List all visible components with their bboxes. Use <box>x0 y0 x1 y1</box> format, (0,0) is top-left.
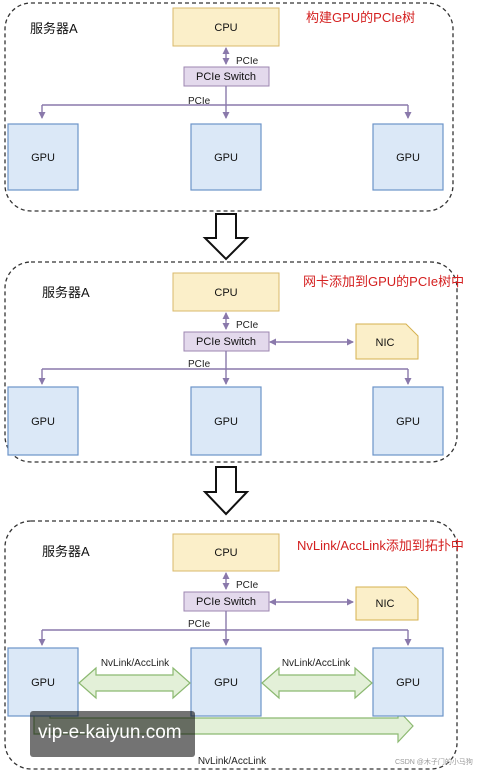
server-boundary <box>4 261 458 463</box>
pcie-label-lower: PCIe <box>188 96 211 107</box>
gpu-box <box>372 647 444 717</box>
pcie-switch-label: PCIe Switch <box>196 596 256 608</box>
nvlink-label: NvLink/AccLink <box>282 658 351 669</box>
watermark-banner <box>30 711 195 757</box>
nic-label: NIC <box>376 598 395 610</box>
nvlink-arrow-right <box>261 666 373 700</box>
gpu-label: GPU <box>31 416 55 428</box>
gpu-box <box>372 386 444 456</box>
gpu-box <box>190 386 262 456</box>
server-label: 服务器A <box>42 285 90 300</box>
nvlink-label: NvLink/AccLink <box>198 756 267 767</box>
panel-1: 服务器A 构建GPU的PCIe树 CPU PCIe PCIe Switch PC… <box>4 2 454 212</box>
nic-box <box>355 323 419 360</box>
nic-box <box>355 586 419 621</box>
gpu-box <box>7 647 79 717</box>
down-arrow <box>202 213 250 261</box>
pcie-switch-label: PCIe Switch <box>196 71 256 83</box>
watermark-text: vip-e-kaiyun.com <box>38 722 182 743</box>
gpu-label: GPU <box>31 677 55 689</box>
nvlink-arrow-left <box>78 666 191 700</box>
panel-2: 服务器A 网卡添加到GPU的PCIe树中 CPU PCIe PCIe Switc… <box>4 261 464 463</box>
server-boundary <box>4 2 454 212</box>
gpu-label: GPU <box>396 152 420 164</box>
server-label: 服务器A <box>30 21 78 36</box>
cpu-label: CPU <box>214 547 237 559</box>
gpu-box <box>7 123 79 191</box>
cpu-box <box>172 272 280 312</box>
nic-label: NIC <box>376 337 395 349</box>
server-boundary <box>4 520 458 770</box>
gpu-label: GPU <box>396 677 420 689</box>
pcie-label-upper: PCIe <box>236 580 259 591</box>
nvlink-label: NvLink/AccLink <box>101 658 170 669</box>
cpu-box <box>172 533 280 572</box>
gpu-label: GPU <box>31 152 55 164</box>
gpu-label: GPU <box>214 416 238 428</box>
server-label: 服务器A <box>42 544 90 559</box>
down-arrow <box>202 466 250 516</box>
gpu-box <box>7 386 79 456</box>
cpu-label: CPU <box>214 287 237 299</box>
pcie-switch-label: PCIe Switch <box>196 336 256 348</box>
cpu-box <box>172 7 280 47</box>
panel-caption: 网卡添加到GPU的PCIe树中 <box>303 274 464 289</box>
panel-caption: NvLink/AccLink添加到拓扑中 <box>297 538 464 553</box>
gpu-label: GPU <box>214 152 238 164</box>
gpu-label: GPU <box>214 677 238 689</box>
pcie-label-lower: PCIe <box>188 619 211 630</box>
csdn-credit: CSDN @木子门的小马狗 <box>395 759 473 766</box>
panel-caption: 构建GPU的PCIe树 <box>306 10 415 25</box>
pcie-label-upper: PCIe <box>236 56 259 67</box>
gpu-label: GPU <box>396 416 420 428</box>
pcie-label-lower: PCIe <box>188 359 211 370</box>
pcie-label-upper: PCIe <box>236 320 259 331</box>
gpu-box <box>372 123 444 191</box>
gpu-box <box>190 647 262 717</box>
gpu-box <box>190 123 262 191</box>
cpu-label: CPU <box>214 22 237 34</box>
